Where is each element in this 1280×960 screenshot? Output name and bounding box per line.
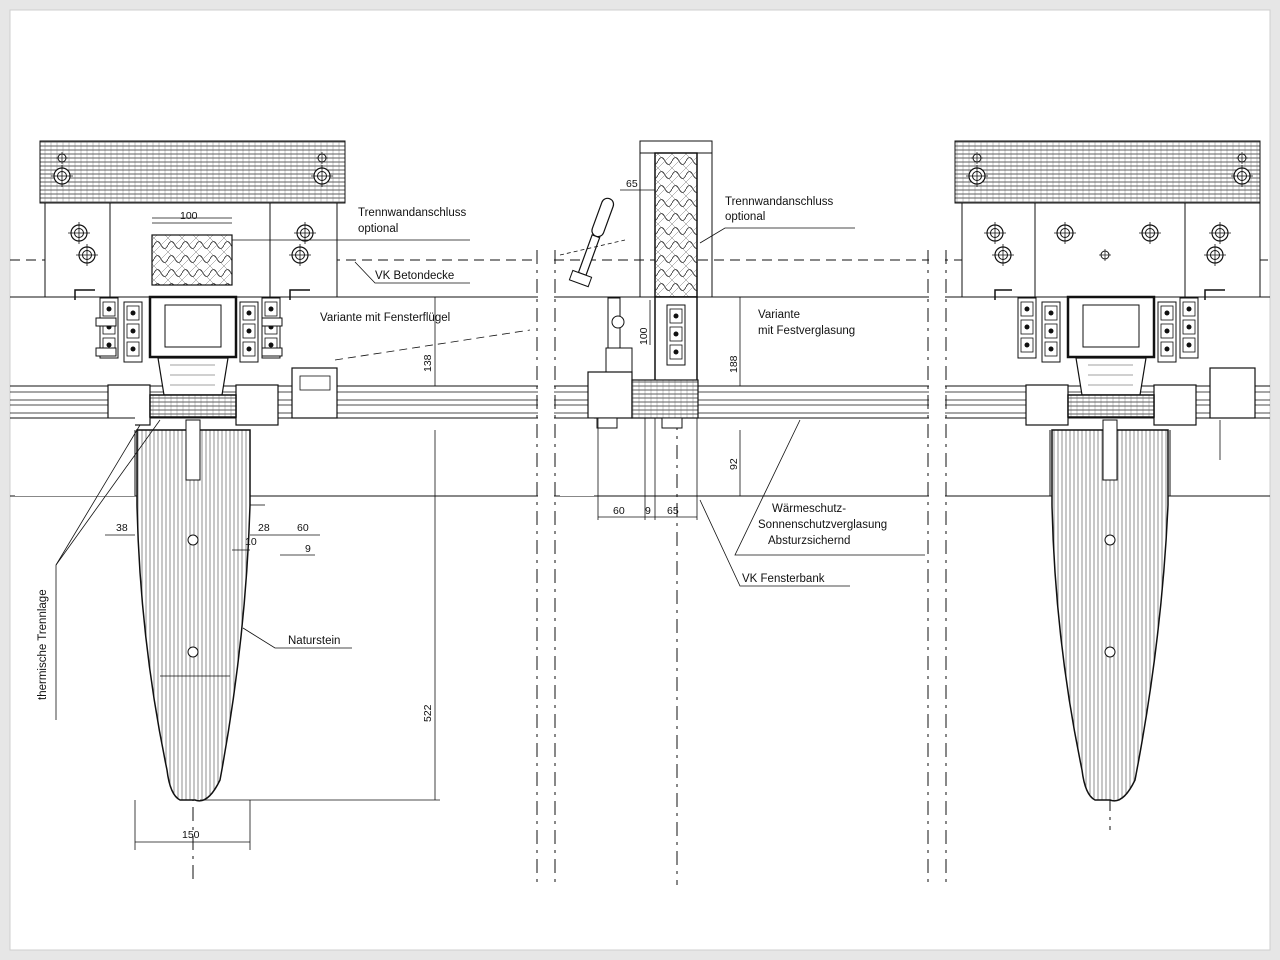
label-waerme-1: Wärmeschutz-: [772, 503, 846, 515]
left-section-dimensions: 100 138 522 38 28 60 10 9 150: [105, 210, 440, 850]
label-vk-betondecke: VK Betondecke: [375, 270, 454, 282]
dim-10: 10: [245, 536, 257, 548]
label-trennwand-mid-2: optional: [725, 211, 765, 223]
label-vk-fensterbank: VK Fensterbank: [742, 573, 825, 585]
label-trennwand-left-2: optional: [358, 223, 398, 235]
label-variante-fest-1: Variante: [758, 309, 800, 321]
break-lines: [192, 250, 1111, 885]
dim-65-top: 65: [626, 178, 638, 190]
label-variante-fest-2: mit Festverglasung: [758, 325, 855, 337]
dim-188: 188: [728, 355, 740, 373]
dim-92: 92: [728, 458, 740, 470]
dim-150: 150: [182, 829, 200, 841]
middle-section-dimensions: 65 100 188 92 60 9 65: [598, 178, 741, 518]
right-section-window: [954, 140, 1261, 802]
label-naturstein: Naturstein: [288, 635, 340, 647]
label-thermische-trennlage: thermische Trennlage: [37, 589, 49, 700]
label-trennwand-mid-1: Trennwandanschluss: [725, 196, 833, 208]
dim-138: 138: [422, 354, 434, 372]
left-section-labels: Trennwandanschluss optional VK Betondeck…: [37, 207, 531, 720]
dim-38: 38: [116, 522, 128, 534]
dim-100-left: 100: [180, 210, 198, 222]
middle-section-fixed-glazing: [555, 140, 713, 520]
label-variante-fluegel: Variante mit Fensterflügel: [320, 312, 450, 324]
dim-60-mid: 60: [613, 505, 625, 517]
dim-28: 28: [258, 522, 270, 534]
dim-100-mid: 100: [638, 327, 650, 345]
dim-60-left: 60: [297, 522, 309, 534]
left-section-window-variant: [15, 140, 346, 802]
label-trennwand-left-1: Trennwandanschluss: [358, 207, 466, 219]
label-waerme-3: Absturzsichernd: [768, 535, 850, 547]
dim-9-left: 9: [305, 543, 311, 555]
label-waerme-2: Sonnenschutzverglasung: [758, 519, 887, 531]
dim-65-mid: 65: [667, 505, 679, 517]
middle-section-labels: Trennwandanschluss optional Variante mit…: [699, 196, 925, 587]
dim-9-mid: 9: [645, 505, 651, 517]
dim-522: 522: [422, 704, 434, 722]
